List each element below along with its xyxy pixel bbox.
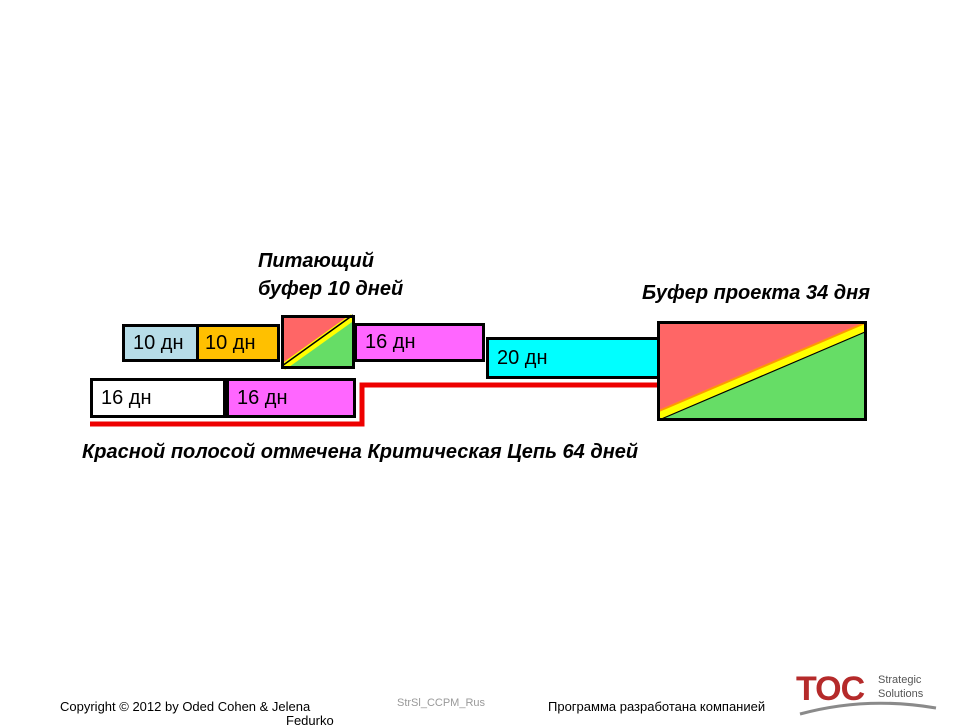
logo-main-text: TOC: [796, 670, 865, 708]
task-bottom-1: 16 дн: [90, 378, 226, 418]
task-top-1: 10 дн: [122, 324, 204, 362]
feeding-buffer-label-line1: Питающий: [258, 250, 374, 272]
feeding-buffer: [280, 314, 356, 370]
task-mid-1: 20 дн: [486, 337, 662, 379]
task-top-1-label: 10 дн: [133, 331, 184, 354]
footer-copyright-cont: Fedurko: [286, 713, 334, 728]
task-top-2-label: 10 дн: [205, 331, 256, 354]
task-mid-1-label: 20 дн: [497, 346, 548, 369]
task-bottom-2: 16 дн: [226, 378, 356, 418]
footer-copyright: Copyright © 2012 by Oded Cohen & Jelena: [60, 699, 311, 714]
logo-sub-1: Strategic: [878, 674, 922, 686]
task-top-2: 10 дн: [196, 324, 280, 362]
footer-developed-by: Программа разработана компанией: [548, 699, 766, 714]
task-bottom-2-label: 16 дн: [237, 386, 288, 409]
task-bottom-1-label: 16 дн: [101, 386, 152, 409]
logo-sub-2: Solutions: [878, 688, 924, 700]
logo-swoosh-icon: [799, 701, 937, 716]
critical-chain-caption: Красной полосой отмечена Критическая Цеп…: [82, 441, 639, 463]
project-buffer-label: Буфер проекта 34 дня: [642, 282, 871, 304]
footer-code: StrSl_CCPM_Rus: [397, 697, 486, 709]
task-top-3-label: 16 дн: [365, 331, 416, 353]
task-top-3: 16 дн: [354, 323, 485, 362]
project-buffer: [657, 321, 867, 421]
toc-logo: TOC Strategic Solutions: [796, 668, 946, 720]
feeding-buffer-label-line2: буфер 10 дней: [258, 278, 404, 300]
